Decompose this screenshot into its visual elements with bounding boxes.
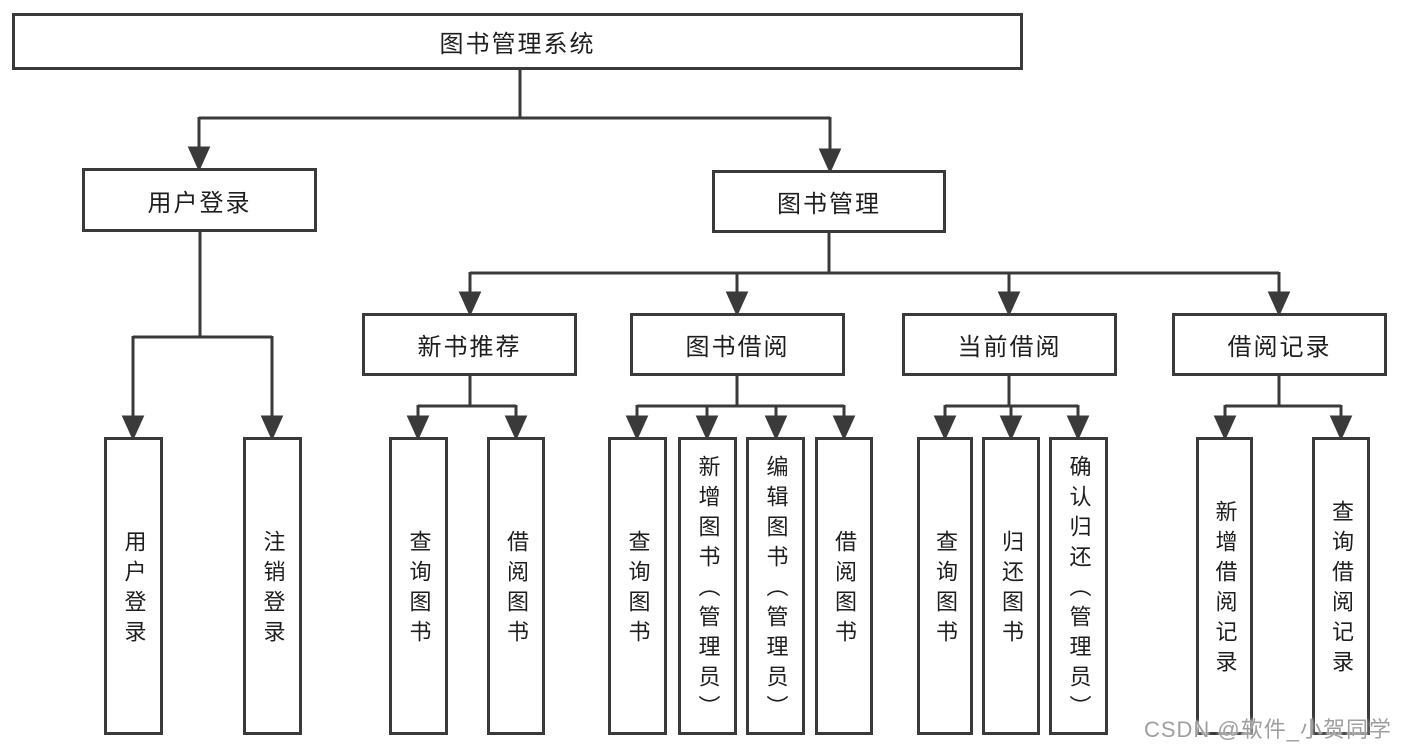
node-label: 用户登录 <box>147 189 252 217</box>
node-borrow-records: 借阅记录 <box>1172 313 1387 376</box>
arrow-down <box>764 415 788 441</box>
leaf-confirm-return-admin: 确认归还（管理员） <box>1049 437 1108 735</box>
leaf-label: 归还图书 <box>999 530 1024 650</box>
node-new-book-recommend: 新书推荐 <box>362 313 577 376</box>
leaf-logout: 注销登录 <box>243 437 302 735</box>
leaf-query-books-1: 查询图书 <box>389 437 448 735</box>
leaf-query-borrow-record: 查询借阅记录 <box>1312 437 1370 735</box>
node-label: 当前借阅 <box>957 334 1062 361</box>
arrow-down <box>458 291 482 317</box>
node-root-system: 图书管理系统 <box>12 13 1023 70</box>
node-label: 图书管理 <box>777 191 881 218</box>
connector-section1-to-leaves <box>406 376 528 441</box>
arrow-down <box>997 291 1021 317</box>
leaf-label: 查询图书 <box>406 530 432 650</box>
leaf-label: 查询图书 <box>625 530 651 650</box>
connector-book-mgmt-to-sections <box>458 233 1291 317</box>
arrow-down <box>1329 415 1353 441</box>
arrow-down <box>406 415 430 441</box>
leaf-add-book-admin: 新增图书（管理员） <box>678 437 737 735</box>
node-label: 借阅记录 <box>1227 334 1332 361</box>
connector-user-login-to-leaves <box>121 232 284 441</box>
node-label: 图书借阅 <box>685 334 790 361</box>
leaf-label: 新增图书（管理员） <box>695 455 721 725</box>
leaf-label: 查询借阅记录 <box>1329 500 1354 680</box>
arrow-down <box>187 146 211 172</box>
leaf-return-book: 归还图书 <box>982 437 1040 735</box>
arrow-down <box>1213 415 1237 441</box>
node-label: 图书管理系统 <box>439 31 596 58</box>
leaf-user-login: 用户登录 <box>104 437 163 735</box>
leaf-query-books-3: 查询图书 <box>917 437 973 735</box>
leaf-add-borrow-record: 新增借阅记录 <box>1196 437 1253 735</box>
connector-section3-to-leaves <box>933 376 1090 441</box>
connector-root-to-level2 <box>187 70 842 174</box>
arrow-down <box>933 415 957 441</box>
connector-section4-to-leaves <box>1213 376 1353 441</box>
arrow-down <box>625 415 649 441</box>
leaf-label: 编辑图书（管理员） <box>763 455 789 725</box>
arrow-down <box>260 415 284 441</box>
arrow-down <box>725 291 749 317</box>
leaf-borrow-books-2: 借阅图书 <box>815 437 873 735</box>
leaf-label: 借阅图书 <box>504 530 529 650</box>
arrow-down <box>1267 291 1291 317</box>
leaf-borrow-books-1: 借阅图书 <box>487 437 545 735</box>
leaf-label: 注销登录 <box>260 530 286 650</box>
leaf-label: 借阅图书 <box>832 530 857 650</box>
arrow-down <box>1066 415 1090 441</box>
leaf-label: 确认归还（管理员） <box>1066 455 1092 725</box>
node-current-borrow: 当前借阅 <box>902 313 1117 376</box>
node-label: 新书推荐 <box>417 334 522 361</box>
arrow-down <box>695 415 719 441</box>
arrow-down <box>818 148 842 174</box>
leaf-label: 新增借阅记录 <box>1212 500 1238 680</box>
node-book-management: 图书管理 <box>712 170 946 233</box>
leaf-edit-book-admin: 编辑图书（管理员） <box>746 437 805 735</box>
arrow-down <box>999 415 1023 441</box>
leaf-label: 用户登录 <box>121 530 147 650</box>
arrow-down <box>504 415 528 441</box>
connector-section2-to-leaves <box>625 376 856 441</box>
node-user-login: 用户登录 <box>82 168 317 232</box>
arrow-down <box>121 415 145 441</box>
leaf-label: 查询图书 <box>933 530 958 650</box>
arrow-down <box>832 415 856 441</box>
node-book-borrow: 图书借阅 <box>630 313 845 376</box>
leaf-query-books-2: 查询图书 <box>608 437 667 735</box>
csdn-watermark: CSDN @软件_小贺同学 <box>1143 717 1392 742</box>
